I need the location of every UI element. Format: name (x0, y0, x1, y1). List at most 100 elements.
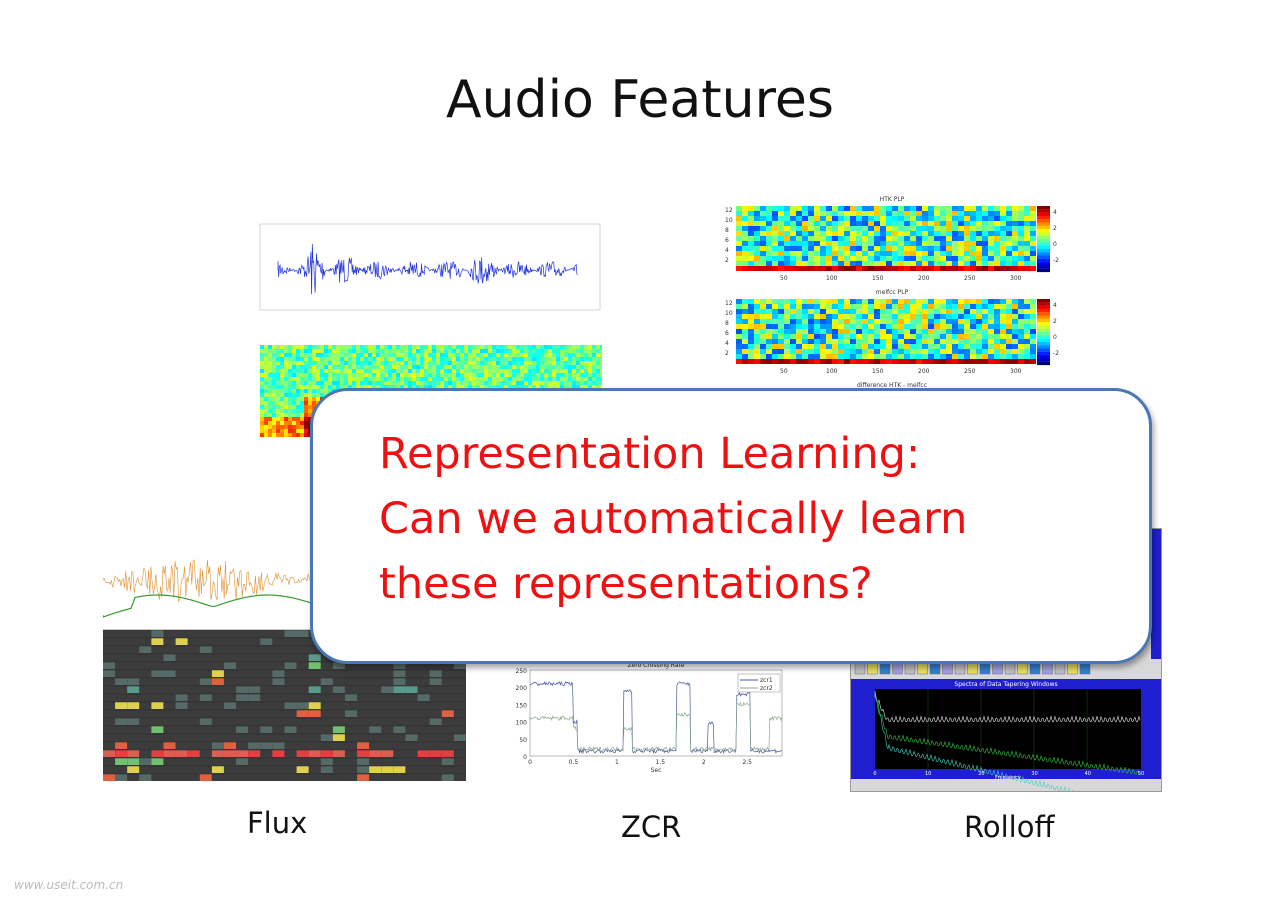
spectrogram-cell (272, 369, 276, 373)
plp-cell (940, 251, 946, 256)
plp-cell (1024, 319, 1030, 324)
spectrogram-cell (504, 357, 508, 361)
plp-cell (802, 266, 808, 271)
rolloff-x-tick: 40 (1085, 771, 1091, 777)
spectrogram-cell (564, 357, 568, 361)
colorbar (1037, 219, 1050, 223)
spectrogram-cell (396, 361, 400, 365)
plp-cell (760, 251, 766, 256)
plp-cell (778, 226, 784, 231)
spectrogram-cell (472, 353, 476, 357)
spectrogram-cell (504, 369, 508, 373)
plp-cell (874, 246, 880, 251)
plp-cell (1030, 256, 1036, 261)
plp-cell (934, 226, 940, 231)
plp-cell (862, 236, 868, 241)
spectrogram-cell (508, 377, 512, 381)
spectrogram-cell (336, 361, 340, 365)
spectrogram-cell (368, 345, 372, 349)
plp-cell (952, 334, 958, 339)
spectrogram-cell (404, 369, 408, 373)
plp-cell (1018, 309, 1024, 314)
spectrogram-cell (296, 429, 300, 433)
plp-cell (838, 221, 844, 226)
plp-cell (904, 206, 910, 211)
colorbar (1037, 229, 1050, 233)
plp-cell (874, 344, 880, 349)
spectrogram-cell (572, 381, 576, 385)
plp-cell (1000, 319, 1006, 324)
plp-cell (856, 236, 862, 241)
spectrogram-cell (576, 385, 580, 389)
plp-cell (778, 334, 784, 339)
flux-cell (175, 694, 188, 701)
spectrogram-cell (272, 417, 276, 421)
spectrogram-cell (264, 381, 268, 385)
spectrogram-cell (464, 357, 468, 361)
plp-cell (850, 231, 856, 236)
flux-cell (453, 662, 466, 669)
flux-cell (236, 726, 249, 733)
plp-cell (874, 339, 880, 344)
spectrogram-cell (380, 353, 384, 357)
plp-y-tick: 12 (725, 207, 733, 214)
plp-cell (742, 354, 748, 359)
flux-cell (345, 710, 357, 717)
spectrogram-cell (448, 353, 452, 357)
spectrogram-cell (592, 361, 596, 365)
spectrogram-cell (484, 373, 488, 377)
flux-cell (127, 766, 140, 773)
plp-cell (772, 216, 778, 221)
plp-cell (988, 236, 994, 241)
plp-cell (940, 309, 946, 314)
plp-cell (742, 246, 748, 251)
plp-cell (946, 236, 952, 241)
flux-cell (332, 750, 345, 757)
spectrogram-cell (440, 369, 444, 373)
plp-cell (1000, 256, 1006, 261)
plp-cell (994, 226, 1000, 231)
plp-cell (856, 309, 862, 314)
spectrogram-cell (548, 361, 552, 365)
flux-cell (441, 710, 454, 717)
zcr-x-tick: 1 (615, 759, 619, 766)
plp-cell (904, 251, 910, 256)
plp-cell (766, 231, 772, 236)
plp-cell (1000, 246, 1006, 251)
plp-cell (892, 246, 898, 251)
plp-cell (808, 206, 814, 211)
plp-cell (784, 334, 790, 339)
plp-cell (982, 349, 988, 354)
plp-cell (850, 334, 856, 339)
spectrogram-cell (452, 345, 456, 349)
plp-cell (796, 309, 802, 314)
plp-cell (874, 354, 880, 359)
plp-cell (916, 231, 922, 236)
plp-cell (898, 241, 904, 246)
plp-cell (940, 241, 946, 246)
spectrogram-cell (524, 365, 528, 369)
spectrogram-cell (360, 357, 364, 361)
plp-cell (856, 304, 862, 309)
plp-cell (772, 314, 778, 319)
colorbar (1037, 222, 1050, 226)
plp-cell (946, 339, 952, 344)
spectrogram-cell (260, 401, 264, 405)
plp-cell (820, 211, 826, 216)
plp-cell (922, 359, 928, 364)
plp-cell (814, 309, 820, 314)
spectrogram-cell (412, 357, 416, 361)
plp-cell (778, 206, 784, 211)
plp-cell (760, 304, 766, 309)
spectrogram-cell (356, 353, 360, 357)
flux-cell (393, 726, 406, 733)
plp-cell (892, 231, 898, 236)
plp-cell (952, 339, 958, 344)
spectrogram-cell (300, 365, 304, 369)
plp-cell (760, 344, 766, 349)
spectrogram-cell (464, 353, 468, 357)
spectrogram-cell (284, 377, 288, 381)
flux-cell (224, 702, 236, 709)
plp-cell (928, 261, 934, 266)
colorbar-tick: -2 (1053, 257, 1059, 264)
